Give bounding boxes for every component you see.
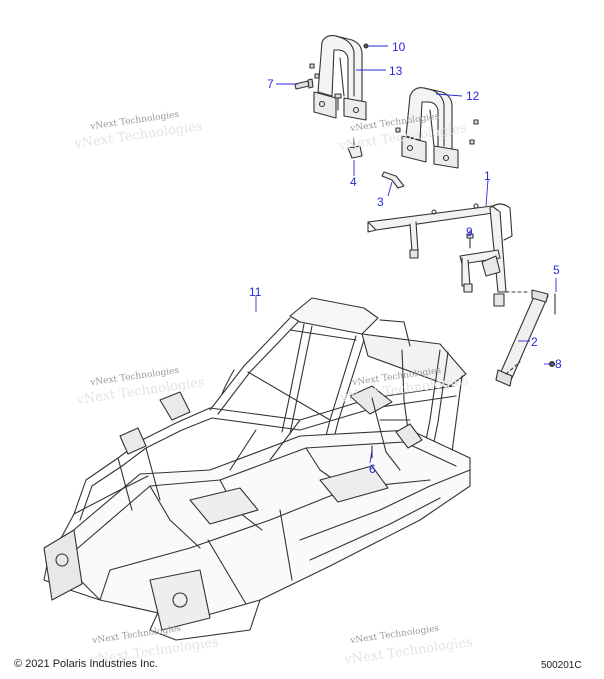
callout-6: 6 <box>369 462 376 476</box>
callout-5: 5 <box>553 263 560 277</box>
figure-id: 500201C <box>541 660 582 671</box>
clip-3 <box>381 171 405 189</box>
callout-1: 1 <box>484 169 491 183</box>
callout-11: 11 <box>249 285 262 299</box>
main-frame-11 <box>43 297 471 641</box>
clip-4 <box>347 137 363 159</box>
callout-13: 13 <box>389 64 403 78</box>
callout-2: 2 <box>531 335 538 349</box>
callout-12: 12 <box>466 89 480 103</box>
cross-bar-1 <box>367 203 513 307</box>
leader-3 <box>387 181 393 197</box>
callout-7: 7 <box>267 77 274 91</box>
leader-12 <box>435 93 463 97</box>
hoop-bracket-12 <box>395 87 479 169</box>
leader-1 <box>485 179 489 207</box>
bolts-7 <box>294 63 342 111</box>
callout-10: 10 <box>392 40 406 54</box>
callout-8: 8 <box>555 357 562 371</box>
callout-9: 9 <box>466 225 473 239</box>
leader-dash <box>505 361 521 375</box>
brace-2 <box>495 289 549 387</box>
callout-3: 3 <box>377 195 384 209</box>
callout-4: 4 <box>350 175 357 189</box>
leader-6b <box>369 449 373 464</box>
hoop-bracket-13 <box>313 35 367 121</box>
nut-10 <box>363 43 369 49</box>
copyright-text: © 2021 Polaris Industries Inc. <box>14 658 158 670</box>
